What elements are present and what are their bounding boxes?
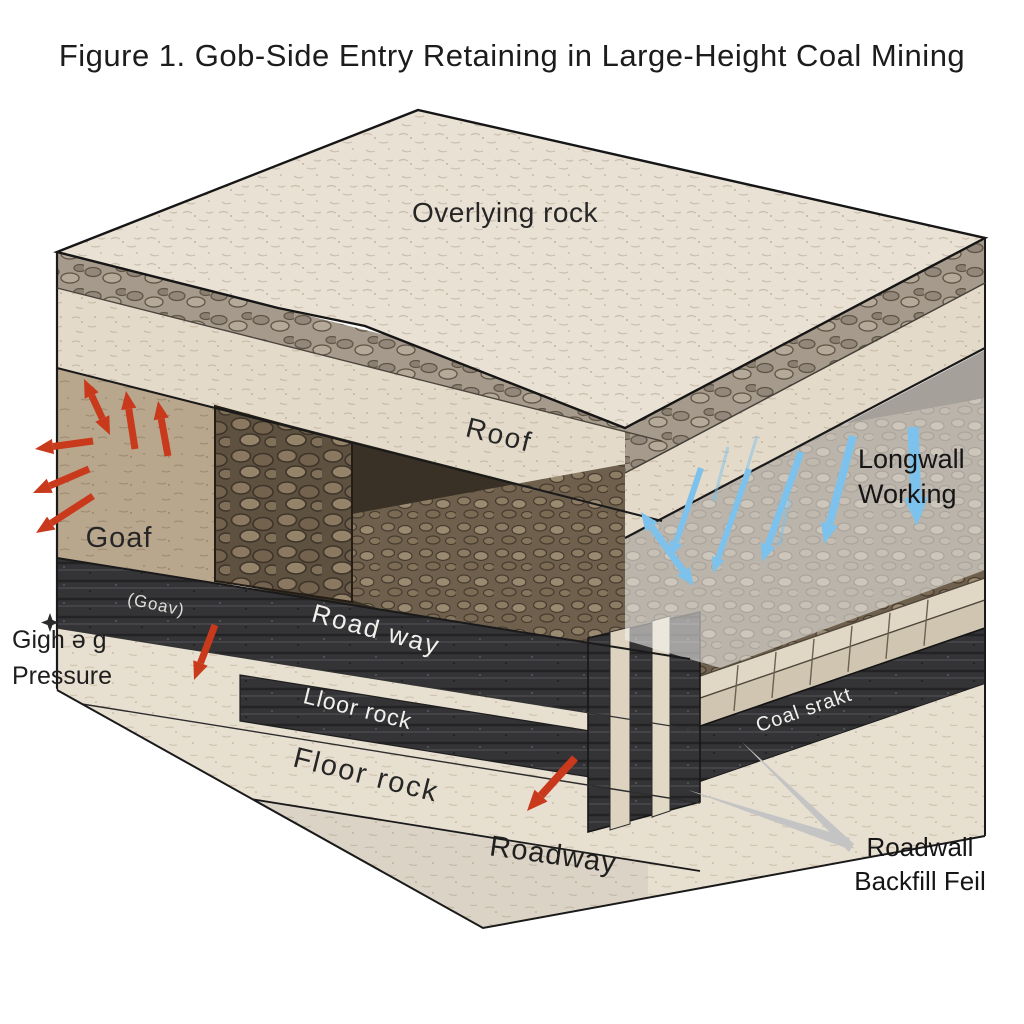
backfill-label-line2: Backfill Feil [854, 866, 985, 896]
overburden-front-band-right [625, 238, 985, 473]
pressure-label-line2: Pressure [12, 662, 112, 690]
overlying-rock-top-face [53, 108, 989, 430]
blue-arrow [669, 467, 704, 557]
roof-layer-band [57, 288, 662, 521]
red-arrow [84, 379, 110, 435]
block-bottom-edge [56, 689, 986, 930]
blue-arrow [641, 512, 694, 586]
blue-arrow [776, 499, 792, 548]
backfill-leader-lines [688, 742, 854, 852]
red-arrow [153, 401, 172, 457]
wall-block-joint [733, 664, 739, 712]
leader-line [688, 790, 850, 848]
ground-cut-mask [0, 598, 1024, 1024]
pressure-label-line1: Gigh ə g [12, 626, 107, 654]
overlying-rock-label: Overlying rock [412, 197, 598, 228]
stress-flow-arrows [33, 379, 928, 811]
leader-line [742, 742, 854, 852]
red-arrow [36, 493, 95, 533]
red-arrow [35, 437, 94, 455]
roadway-coal-band [57, 558, 690, 729]
red-arrow [33, 465, 91, 493]
red-arrow [193, 623, 219, 680]
wall-block-joint [771, 651, 777, 699]
wall-block-joint [923, 599, 929, 646]
longwall-face-plane [625, 350, 985, 668]
longwall-working-label-line1: Longwall [858, 444, 965, 474]
floor-top-edge [56, 699, 701, 804]
roadway-band-top-edge [56, 557, 691, 660]
overburden-roof-joint-right [624, 282, 986, 474]
floor-rock-top-face [57, 700, 700, 871]
wall-block-joint [885, 612, 891, 659]
longwall-working-label-line2: Working [858, 479, 957, 509]
blue-arrow [760, 450, 805, 562]
blue-arrow [738, 435, 759, 495]
blue-arrow [820, 434, 857, 544]
blue-arrow [711, 446, 730, 503]
roof-bottom-edge [56, 367, 663, 522]
backfill-label-line1: Roadwall [867, 832, 974, 862]
blue-arrow [903, 426, 928, 526]
red-arrow [121, 391, 139, 450]
goaf-label: Goaf [86, 522, 153, 554]
overburden-front-band [57, 252, 662, 441]
roof-layer-band-right [625, 283, 985, 538]
overburden-roof-joint [56, 287, 663, 442]
sparkle-icon [41, 613, 59, 632]
wall-block-joint [809, 638, 815, 685]
red-arrow [527, 755, 578, 811]
wall-block-joint [847, 625, 853, 672]
roadway-band-bottom-edge [56, 627, 691, 730]
figure-title: Figure 1. Gob-Side Entry Retaining in La… [58, 38, 966, 73]
